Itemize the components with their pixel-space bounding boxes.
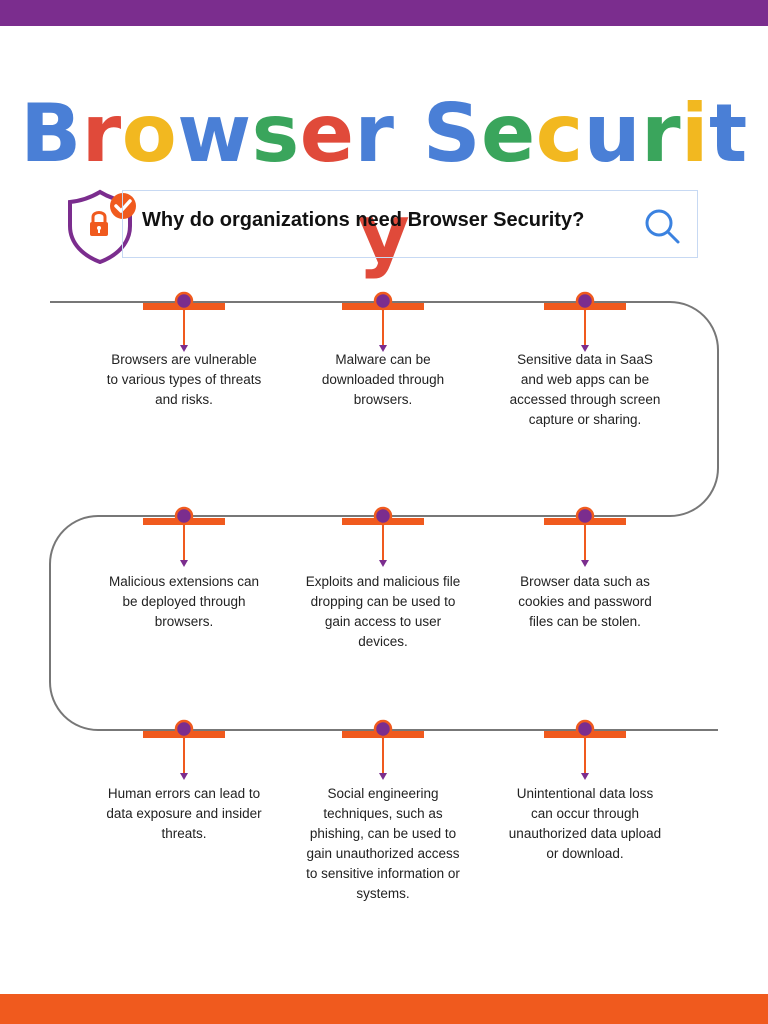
risk-item-text: Unintentional data loss can occur throug… [508, 786, 662, 861]
timeline-marker [143, 291, 225, 352]
title-letter: B [20, 87, 82, 180]
title-letter: w [177, 87, 252, 180]
timeline-marker [342, 291, 424, 352]
risk-item-text: Sensitive data in SaaS and web apps can … [509, 352, 661, 427]
title-letter: i [681, 87, 709, 180]
risk-item-text: Browsers are vulnerable to various types… [106, 352, 262, 407]
title-letter: s [251, 87, 300, 180]
search-question: Why do organizations need Browser Securi… [142, 209, 585, 231]
search-box [122, 190, 698, 258]
timeline-marker [143, 719, 225, 780]
title-letter: r [81, 87, 122, 180]
risk-item-text: Social engineering techniques, such as p… [306, 786, 460, 901]
timeline-marker [143, 506, 225, 567]
title-letter: r [641, 87, 682, 180]
title-letter: y [357, 187, 411, 280]
timeline-marker [544, 719, 626, 780]
shield-lock-icon [68, 189, 136, 264]
timeline-marker [342, 719, 424, 780]
title-letter: u [583, 87, 642, 180]
timeline-marker [342, 506, 424, 567]
bottom-banner-bar [0, 994, 768, 1024]
title-letter: r [354, 87, 395, 180]
risk-item-text: Malware can be downloaded through browse… [321, 352, 445, 407]
timeline-marker [544, 506, 626, 567]
timeline-marker [544, 291, 626, 352]
risk-item-text: Human errors can lead to data exposure a… [106, 786, 262, 841]
title-letter: c [535, 87, 584, 180]
top-banner-bar [0, 0, 768, 26]
title-letter: t [708, 87, 748, 180]
page-title: Browser Security [0, 84, 768, 284]
risk-item-text: Exploits and malicious file dropping can… [305, 574, 461, 649]
title-letter: o [121, 87, 178, 180]
title-letter: S [422, 87, 481, 180]
risk-item-text: Browser data such as cookies and passwor… [518, 574, 652, 629]
title-letter: e [299, 87, 355, 180]
magnifier-icon [645, 209, 680, 244]
title-letter: e [480, 87, 536, 180]
risk-item-text: Malicious extensions can be deployed thr… [108, 574, 260, 629]
